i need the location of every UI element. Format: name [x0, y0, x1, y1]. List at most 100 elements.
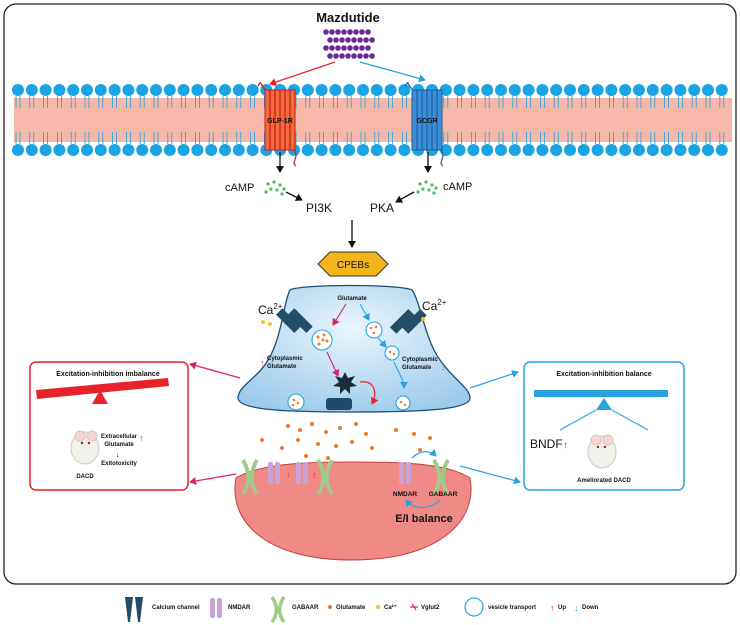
lipid-tail	[457, 96, 462, 108]
lipid-tail	[457, 132, 462, 144]
lipid-head	[177, 144, 190, 156]
lipid-tail	[622, 132, 628, 144]
arrow-vesicle-right	[377, 337, 387, 348]
lipid-tail	[236, 96, 242, 108]
peptide-bead	[351, 37, 357, 43]
gabaar-icon	[432, 458, 450, 496]
up-arrow-icon: ↑	[286, 470, 291, 480]
lipid-head	[702, 84, 714, 96]
lipid-tail	[650, 132, 656, 144]
lipid-tail	[319, 132, 324, 144]
lipid-tail	[139, 132, 145, 144]
lipid-head	[232, 144, 245, 156]
lipid-tail	[236, 132, 242, 144]
legend-label-gabaar: GABAAR	[292, 605, 319, 611]
calcium-right-label: Ca2+	[422, 298, 447, 313]
lipid-tail	[553, 132, 559, 144]
lipid-tail	[691, 132, 697, 144]
lipid-tail	[98, 96, 104, 108]
lipid-head	[674, 144, 687, 156]
lipid-head	[619, 84, 632, 96]
exitotoxicity-label: Exitotoxicity	[101, 461, 137, 467]
peptide-bead	[333, 53, 339, 59]
gabaar-icon	[241, 458, 259, 496]
lipid-head	[384, 144, 397, 156]
lipid-head	[591, 84, 604, 96]
lipid-tail	[581, 96, 587, 108]
mouse-icon	[70, 430, 100, 465]
lipid-head	[370, 84, 383, 96]
peptide-bead	[363, 53, 369, 59]
peptide-bead	[335, 29, 341, 35]
legend: Calcium channel NMDAR GABAAR Glutamate C…	[125, 596, 599, 624]
glp1r-label: GLP-1R	[267, 118, 293, 125]
lipid-head	[536, 144, 549, 156]
lipid-head	[122, 84, 135, 96]
arrow-to-right-panel-bottom	[459, 465, 521, 485]
lipid-head	[205, 144, 218, 156]
lipid-head	[246, 84, 259, 96]
lipid-head	[53, 84, 66, 96]
lipid-head	[495, 84, 507, 96]
down-arrow-icon: ↓	[441, 362, 446, 372]
lipid-tail	[222, 96, 228, 108]
peptide-bead	[347, 29, 353, 35]
arrow-to-left-panel-bottom	[189, 473, 237, 485]
lipid-head	[191, 84, 204, 96]
lipid-tail	[84, 132, 90, 144]
peptide-bead	[369, 37, 375, 43]
lipid-tail	[636, 132, 642, 144]
lipid-head	[219, 144, 231, 156]
gabaar-label: GABAAR	[429, 491, 458, 498]
peptide-bead	[345, 37, 351, 43]
arrow-to-pi3k	[285, 191, 303, 201]
right-panel-animal: Ameliorated DACD	[577, 478, 631, 484]
peptide-bead	[339, 37, 345, 43]
lipid-tail	[153, 96, 159, 108]
lipid-head	[205, 84, 218, 96]
lipid-head	[150, 84, 162, 96]
calcium-dot-icon	[376, 605, 380, 609]
lipid-head	[163, 84, 176, 96]
lipid-tail	[567, 132, 573, 144]
pka-label: PKA	[370, 201, 394, 215]
lipid-tail	[512, 132, 518, 144]
lipid-head	[646, 144, 659, 156]
lipid-head	[122, 144, 135, 156]
lipid-tail	[333, 96, 338, 108]
lipid-head	[12, 84, 24, 96]
lipid-tail	[112, 132, 117, 144]
calcium-left-dot	[261, 320, 265, 324]
peptide-bead	[357, 53, 363, 59]
lipid-head	[467, 144, 480, 156]
damaged-vesicle-icon	[326, 398, 352, 410]
balance-cycle-arrow-bottom	[405, 499, 441, 509]
lipid-tail	[57, 132, 62, 144]
lipid-tail	[195, 132, 200, 144]
gcgr-receptor: GCGR	[404, 81, 444, 167]
lipid-tail	[181, 96, 186, 108]
lipid-tail	[84, 96, 90, 108]
up-arrow-icon: ↑	[563, 440, 568, 451]
camp-left-dots	[264, 180, 286, 196]
lipid-head	[702, 144, 714, 156]
vglut2-icon	[410, 603, 418, 611]
peptide-bead	[369, 53, 375, 59]
peptide-bead	[363, 37, 369, 43]
legend-label-vglut2: Vglut2	[421, 605, 440, 611]
calcium-left-dot	[268, 322, 272, 326]
cell-membrane	[12, 84, 732, 156]
vesicle-right	[365, 321, 383, 339]
lipid-tail	[540, 96, 545, 108]
lipid-head	[25, 144, 38, 156]
peptide-bead	[357, 37, 363, 43]
lipid-head	[67, 84, 80, 96]
lipid-tail	[167, 96, 173, 108]
lipid-head	[439, 84, 452, 96]
imbalance-seesaw-icon	[36, 378, 169, 404]
left-panel: Excitation-inhibition imbalance DACD Ext…	[29, 361, 189, 491]
docked-vesicle-right	[395, 395, 411, 411]
lipid-tail	[222, 132, 228, 144]
lipid-tail	[664, 96, 669, 108]
